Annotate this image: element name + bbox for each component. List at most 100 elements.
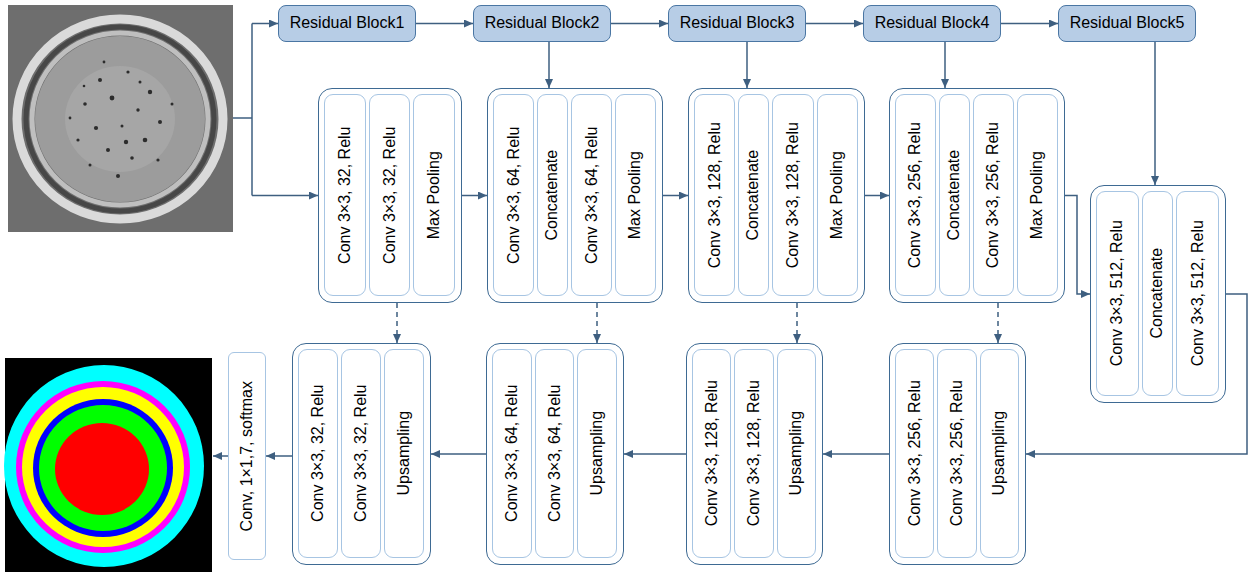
layer-label: Conv 3×3, 64, Relu [582, 126, 600, 263]
cyan-region [4, 365, 204, 567]
pore-dot [171, 103, 174, 106]
skip-connection [796, 303, 798, 343]
layer-label: Conv, 1×1,7, softmax [238, 381, 256, 531]
layer-label: Conv 3×3, 64, Relu [545, 385, 563, 522]
layer-box: Conv 3×3, 32, Relu [369, 94, 411, 296]
magenta-region [16, 381, 190, 553]
flow-arrow [944, 42, 946, 88]
layer-label: Conv 3×3, 512, Relu [1108, 220, 1126, 366]
layer-box: Conv 3×3, 256, Relu [973, 94, 1014, 296]
dark-gap [26, 27, 214, 211]
layer-label: Concatenate [945, 150, 963, 241]
layer-label: Upsampling [395, 411, 413, 495]
pore-dot [158, 120, 162, 124]
conv-block: Conv 3×3, 32, Relu Conv 3×3, 32, Relu Upsa… [292, 343, 431, 565]
layer-label: Conv 3×3, 128, Relu [784, 122, 802, 268]
pore-dot [139, 81, 142, 84]
layer-label: Conv 3×3, 32, Relu [336, 126, 354, 263]
layer-box: Max Pooling [615, 94, 656, 296]
layer-label: Conv 3×3, 128, Relu [745, 380, 763, 526]
block-label: Residual Block2 [481, 14, 604, 32]
block-label: Residual Block4 [871, 14, 994, 32]
flow-arrow [806, 23, 863, 25]
skip-connection [596, 303, 598, 343]
flow-arrow [462, 195, 487, 197]
pore-dot [76, 138, 79, 141]
red-region [55, 423, 149, 515]
layer-box: Conv 3×3, 32, Relu [324, 94, 366, 296]
skip-connection [396, 303, 398, 343]
flow-arrow [1001, 23, 1058, 25]
input-wire [251, 24, 253, 196]
layer-box: Max Pooling [413, 94, 455, 296]
pore-dot [126, 70, 129, 73]
flow-arrow [746, 42, 748, 88]
pore-dot [69, 117, 72, 120]
residual-block: Residual Block5 [1058, 5, 1196, 42]
layer-label: Concatenate [745, 150, 763, 241]
outer-ring [17, 19, 223, 219]
pore-dot [98, 78, 102, 82]
layer-box: Upsampling [577, 349, 617, 558]
layer-label: Conv 3×3, 256, Relu [905, 380, 923, 526]
layer-box: Conv 3×3, 64, Relu [493, 94, 534, 296]
output-image [4, 358, 212, 572]
layer-box: Conv 3×3, 256, Relu [937, 349, 976, 558]
pore-dot [148, 90, 152, 94]
conv-block: Conv 3×3, 256, Relu Conv 3×3, 256, Relu Up… [889, 343, 1026, 565]
residual-block: Residual Block4 [863, 5, 1001, 42]
flow-arrow [416, 23, 473, 25]
layer-label: Max Pooling [626, 151, 644, 239]
layer-label: Conv 3×3, 32, Relu [309, 385, 327, 522]
layer-label: Max Pooling [1028, 151, 1046, 239]
flow-arrow [266, 455, 292, 457]
input-wire [252, 23, 278, 25]
layer-box: Concatenate [1142, 191, 1174, 396]
pore-dot [136, 108, 139, 111]
layer-box: Conv 3×3, 128, Relu [694, 94, 735, 296]
layer-box: Concatenate [939, 94, 970, 296]
pore-dot [116, 174, 120, 178]
pore-dot [156, 158, 159, 161]
pore-dot [130, 156, 134, 160]
layer-box: Conv 3×3, 64, Relu [492, 349, 532, 558]
inner-ring [32, 33, 208, 205]
layer-box: Max Pooling [1017, 94, 1058, 296]
layer-box: Conv 3×3, 64, Relu [535, 349, 575, 558]
layer-label: Conv 3×3, 256, Relu [984, 122, 1002, 268]
pore-dot [121, 125, 124, 128]
layer-label: Max Pooling [425, 151, 443, 239]
flow-arrow [1154, 42, 1156, 185]
output-wire [213, 455, 228, 457]
layer-box: Conv 3×3, 128, Relu [772, 94, 813, 296]
layer-box: Conv 3×3, 256, Relu [895, 349, 934, 558]
pore-dot [83, 85, 86, 88]
input-image [8, 5, 233, 232]
residual-block: Residual Block2 [473, 5, 611, 42]
layer-box: Conv 3×3, 128, Relu [734, 349, 773, 558]
layer-box: Conv 3×3, 32, Relu [298, 349, 338, 558]
conv-block: Conv 3×3, 64, Relu Conv 3×3, 64, Relu Upsa… [486, 343, 624, 565]
layer-label: Max Pooling [828, 151, 846, 239]
residual-block: Residual Block3 [668, 5, 806, 42]
input-wire [233, 117, 252, 119]
layer-label: Upsampling [588, 411, 606, 495]
block-label: Residual Block1 [286, 14, 409, 32]
layer-box: Conv 3×3, 512, Relu [1096, 191, 1139, 396]
pore-dot [106, 148, 110, 152]
layer-label: Conv 3×3, 64, Relu [504, 126, 522, 263]
image-ground [5, 358, 212, 572]
layer-label: Concatenate [543, 150, 561, 241]
flow-arrow [1065, 196, 1090, 295]
core-disc [35, 36, 205, 202]
layer-label: Conv 3×3, 32, Relu [380, 126, 398, 263]
flow-arrow [865, 195, 889, 197]
layer-label: Conv 3×3, 512, Relu [1189, 220, 1207, 366]
flow-arrow [431, 453, 486, 455]
conv-block: Conv 3×3, 64, Relu Concatenate Conv 3×3, 6… [487, 88, 663, 303]
layer-box: Conv 3×3, 32, Relu [341, 349, 381, 558]
conv-block: Conv 3×3, 512, Relu Concatenate Conv 3×3, … [1090, 185, 1226, 403]
conv-block: Conv 3×3, 32, Relu Conv 3×3, 32, Relu Max … [318, 88, 462, 303]
flow-arrow [548, 42, 550, 88]
layer-label: Upsampling [990, 411, 1008, 495]
